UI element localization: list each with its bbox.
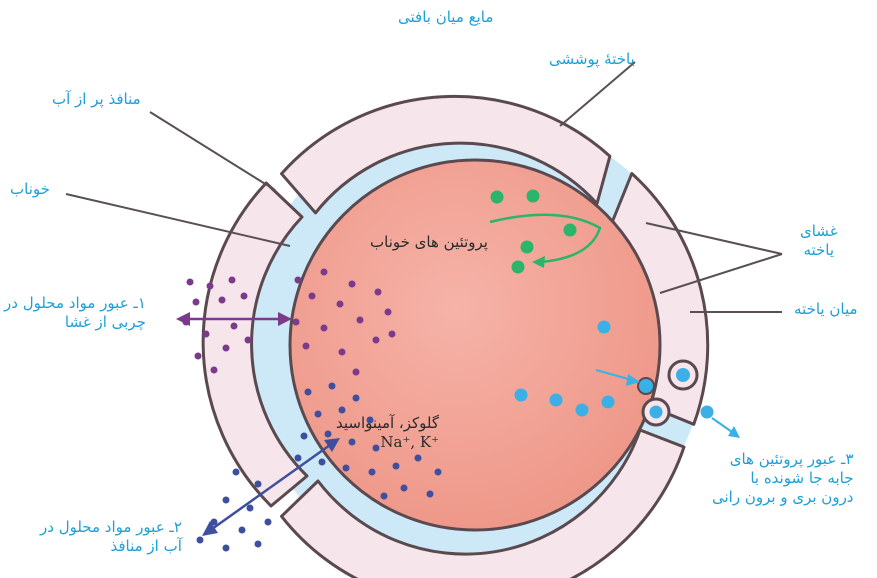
label-water-transport: ۲ـ عبور مواد محلول در آب از منافذ bbox=[40, 518, 182, 556]
label-plasma: خوناب bbox=[10, 180, 50, 199]
label-water-line1: ۲ـ عبور مواد محلول در bbox=[40, 518, 182, 537]
label-vesicle-line2: جابه جا شونده با bbox=[712, 469, 854, 488]
label-lipid-line1: ۱ـ عبور مواد محلول در bbox=[4, 294, 146, 313]
label-cytoplasm: میان یاخته bbox=[794, 300, 858, 319]
label-membrane-line1: غشای bbox=[800, 222, 838, 241]
vesicle-arrowhead-out bbox=[728, 426, 740, 438]
label-water-line2: آب از منافذ bbox=[40, 537, 182, 556]
label-vesicle-line1: ۳ـ عبور پروتئین های bbox=[712, 450, 854, 469]
label-endothelial-cell: یاختهٔ پوششی bbox=[549, 50, 635, 69]
label-lipid-line2: چربی از غشا bbox=[4, 313, 146, 332]
plasma-lumen bbox=[290, 160, 660, 530]
label-vesicle-transport: ۳ـ عبور پروتئین های جابه جا شونده با درو… bbox=[712, 450, 854, 506]
vesicle-arrow-out bbox=[712, 418, 732, 432]
label-membrane-line2: یاخته bbox=[800, 241, 838, 260]
label-water-pores: منافذ پر از آب bbox=[52, 90, 141, 109]
label-glucose: گلوکز، آمینواسید Na⁺, K⁺ bbox=[336, 414, 439, 452]
label-lipid-transport: ۱ـ عبور مواد محلول در چربی از غشا bbox=[4, 294, 146, 332]
leader-water-pores bbox=[150, 112, 275, 190]
label-membrane: غشای یاخته bbox=[800, 222, 838, 260]
label-vesicle-line3: درون بری و برون رانی bbox=[712, 488, 854, 507]
lipid-arrowhead-left bbox=[176, 312, 190, 326]
label-plasma-proteins: پروتئین های خوناب bbox=[370, 233, 488, 252]
leader-endothelial bbox=[560, 62, 635, 126]
label-interstitial-fluid: مایع میان بافتی bbox=[398, 8, 493, 27]
label-glucose-line1: گلوکز، آمینواسید bbox=[336, 414, 439, 433]
label-glucose-line2: Na⁺, K⁺ bbox=[336, 433, 439, 452]
